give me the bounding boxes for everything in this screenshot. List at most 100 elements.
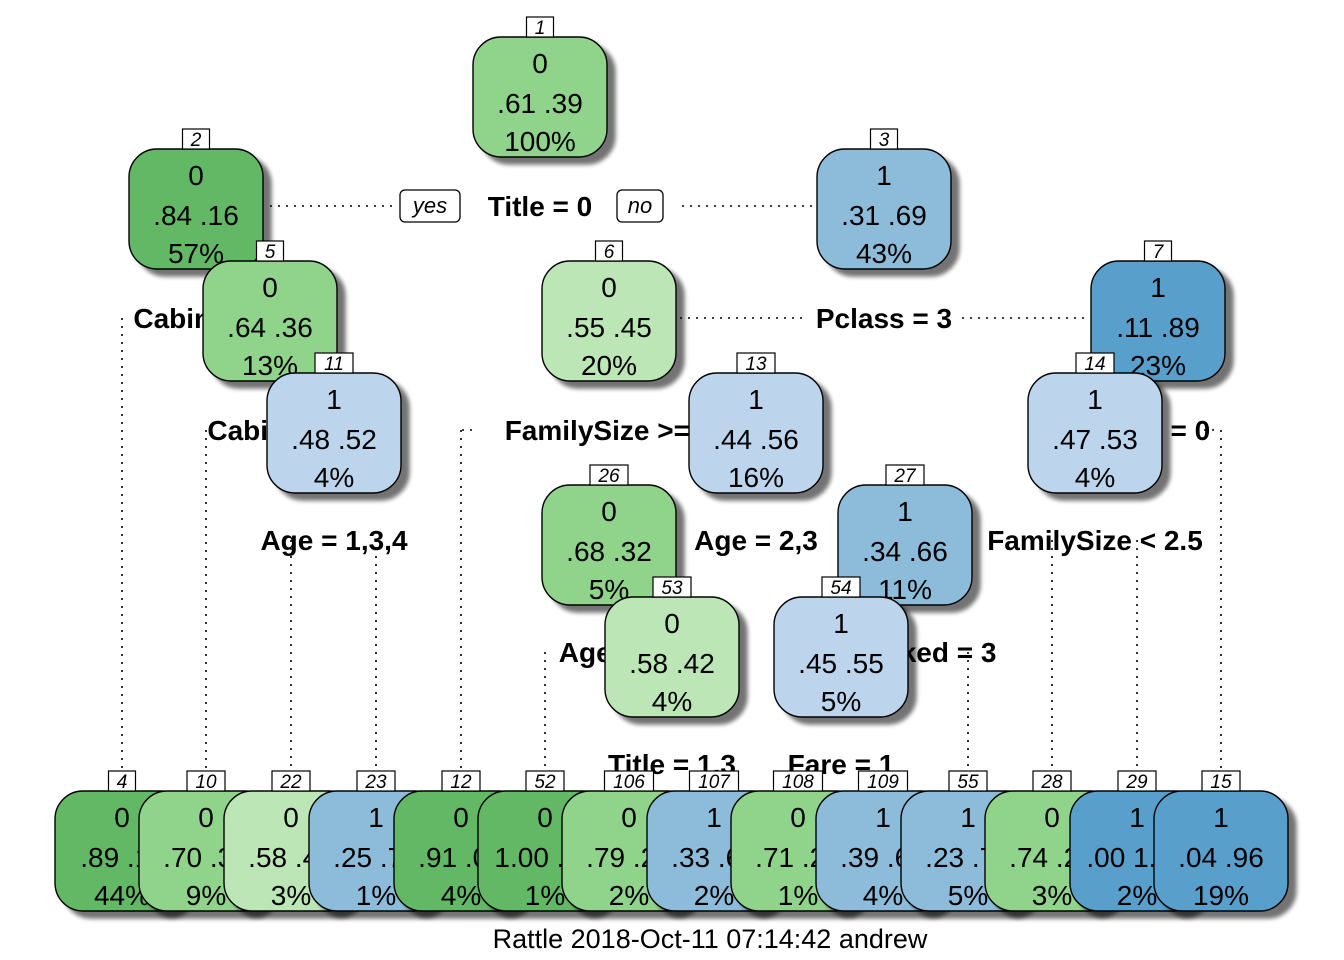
node-prediction: 1 xyxy=(960,802,976,833)
no-label: no xyxy=(628,193,652,218)
node-prediction: 1 xyxy=(706,802,722,833)
node-id: 15 xyxy=(1210,772,1232,793)
node-percentage: 16% xyxy=(728,462,784,493)
split-label-s6: FamilySize >= 4 xyxy=(505,415,714,446)
node-prediction: 0 xyxy=(188,160,204,191)
node-id: 7 xyxy=(1153,242,1165,263)
tree-node-14: 1.47 .534%14 xyxy=(1027,352,1163,494)
node-prediction: 1 xyxy=(748,384,764,415)
node-id-tag xyxy=(948,770,988,792)
node-probabilities: .61 .39 xyxy=(497,88,583,119)
node-percentage: 2% xyxy=(1117,880,1157,911)
node-id-tag xyxy=(688,770,740,792)
split-label-s14: FamilySize < 2.5 xyxy=(987,525,1203,556)
node-prediction: 1 xyxy=(833,608,849,639)
node-prediction: 0 xyxy=(262,272,278,303)
node-id: 26 xyxy=(597,466,620,487)
node-id-tag xyxy=(1143,240,1173,262)
node-probabilities: .48 .52 xyxy=(291,424,377,455)
node-percentage: 2% xyxy=(694,880,734,911)
node-prediction: 0 xyxy=(601,272,617,303)
node-id: 14 xyxy=(1084,354,1105,375)
node-id: 55 xyxy=(957,772,979,793)
node-prediction: 1 xyxy=(1150,272,1166,303)
node-probabilities: .11 .89 xyxy=(1116,312,1200,343)
node-id-tag xyxy=(589,464,629,486)
node-id: 12 xyxy=(450,772,472,793)
node-id-tag xyxy=(772,770,824,792)
tree-node-53: 0.58 .424%53 xyxy=(604,576,740,718)
node-prediction: 1 xyxy=(368,802,384,833)
node-id: 22 xyxy=(279,772,302,793)
node-percentage: 4% xyxy=(314,462,354,493)
node-id-tag xyxy=(885,464,925,486)
node-id-tag xyxy=(314,352,354,374)
node-prediction: 0 xyxy=(621,802,637,833)
node-id: 3 xyxy=(879,130,890,151)
node-prediction: 1 xyxy=(876,160,892,191)
yes-no-labels: yes no xyxy=(399,189,664,223)
node-id: 4 xyxy=(117,772,128,793)
node-id-tag xyxy=(1201,770,1241,792)
node-percentage: 4% xyxy=(652,686,692,717)
node-id: 29 xyxy=(1125,772,1148,793)
node-id-tag xyxy=(441,770,481,792)
node-id-tag xyxy=(603,770,655,792)
node-probabilities: .45 .55 xyxy=(798,648,884,679)
node-probabilities: .04 .96 xyxy=(1178,842,1264,873)
node-probabilities: .58 .42 xyxy=(629,648,715,679)
split-label-s3: Pclass = 3 xyxy=(816,303,952,334)
node-percentage: 4% xyxy=(441,880,481,911)
node-id: 107 xyxy=(698,772,731,793)
no-label-box xyxy=(616,189,664,223)
node-id-tag xyxy=(821,576,861,598)
node-id: 27 xyxy=(893,466,917,487)
node-prediction: 0 xyxy=(664,608,680,639)
node-percentage: 1% xyxy=(525,880,565,911)
node-prediction: 1 xyxy=(326,384,342,415)
tree-node-11: 1 .48 .52 4% 11 xyxy=(266,352,402,494)
node-percentage: 1% xyxy=(778,880,818,911)
node-id-tag xyxy=(525,770,565,792)
node-percentage: 5% xyxy=(821,686,861,717)
node-id-tag xyxy=(356,770,396,792)
node-id: 11 xyxy=(324,354,344,375)
node-id-tag xyxy=(1075,352,1115,374)
node-probabilities: .47 .53 xyxy=(1052,424,1138,455)
split-label-s13: Age = 2,3 xyxy=(694,525,818,556)
node-id: 52 xyxy=(534,772,556,793)
node-percentage: 1% xyxy=(356,880,396,911)
node-id-tag xyxy=(186,770,226,792)
node-percentage: 20% xyxy=(581,350,637,381)
node-prediction: 0 xyxy=(453,802,469,833)
node-id-tag xyxy=(1117,770,1157,792)
node-prediction: 1 xyxy=(897,496,913,527)
node-id: 23 xyxy=(364,772,387,793)
node-id-tag xyxy=(107,770,137,792)
node-prediction: 0 xyxy=(532,48,548,79)
node-prediction: 0 xyxy=(1044,802,1060,833)
yes-label: yes xyxy=(411,193,447,218)
node-percentage: 57% xyxy=(168,238,224,269)
node-probabilities: .55 .45 xyxy=(566,312,652,343)
node-probabilities: .44 .56 xyxy=(713,424,799,455)
node-probabilities: .84 .16 xyxy=(153,200,239,231)
node-id-tag xyxy=(181,128,211,150)
node-prediction: 0 xyxy=(537,802,553,833)
node-id-tag xyxy=(271,770,311,792)
tree-node-6: 0 .55 .45 20% 6 xyxy=(541,240,677,382)
node-percentage: 4% xyxy=(1075,462,1115,493)
node-id: 10 xyxy=(195,772,217,793)
node-prediction: 1 xyxy=(1213,802,1229,833)
node-prediction: 0 xyxy=(114,802,130,833)
node-id: 6 xyxy=(604,242,615,263)
node-prediction: 1 xyxy=(1129,802,1145,833)
node-percentage: 100% xyxy=(504,126,576,157)
node-id-tag xyxy=(594,240,624,262)
